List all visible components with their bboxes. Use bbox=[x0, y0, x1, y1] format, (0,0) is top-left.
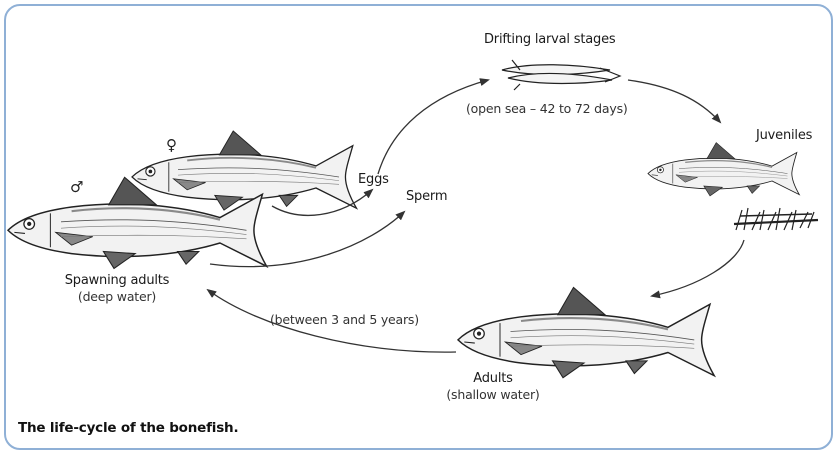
female-symbol: ♀ bbox=[166, 136, 177, 154]
label-between-years: (between 3 and 5 years) bbox=[270, 312, 419, 327]
label-sperm: Sperm bbox=[406, 189, 447, 204]
adult-fish bbox=[458, 287, 714, 377]
juvenile-fish bbox=[648, 143, 799, 196]
male-symbol: ♂ bbox=[70, 178, 83, 196]
label-drifting-larval-stages: Drifting larval stages bbox=[484, 32, 615, 47]
label-spawning-adults: Spawning adults bbox=[62, 273, 172, 288]
label-shallow-water: (shallow water) bbox=[428, 387, 558, 402]
seagrass bbox=[734, 208, 818, 230]
label-open-sea: (open sea – 42 to 72 days) bbox=[466, 101, 628, 116]
label-juveniles: Juveniles bbox=[756, 128, 812, 143]
figure-caption: The life-cycle of the bonefish. bbox=[18, 420, 238, 436]
label-eggs: Eggs bbox=[358, 172, 389, 187]
larvae bbox=[502, 60, 620, 90]
label-adults: Adults bbox=[428, 371, 558, 386]
label-deep-water: (deep water) bbox=[62, 289, 172, 304]
